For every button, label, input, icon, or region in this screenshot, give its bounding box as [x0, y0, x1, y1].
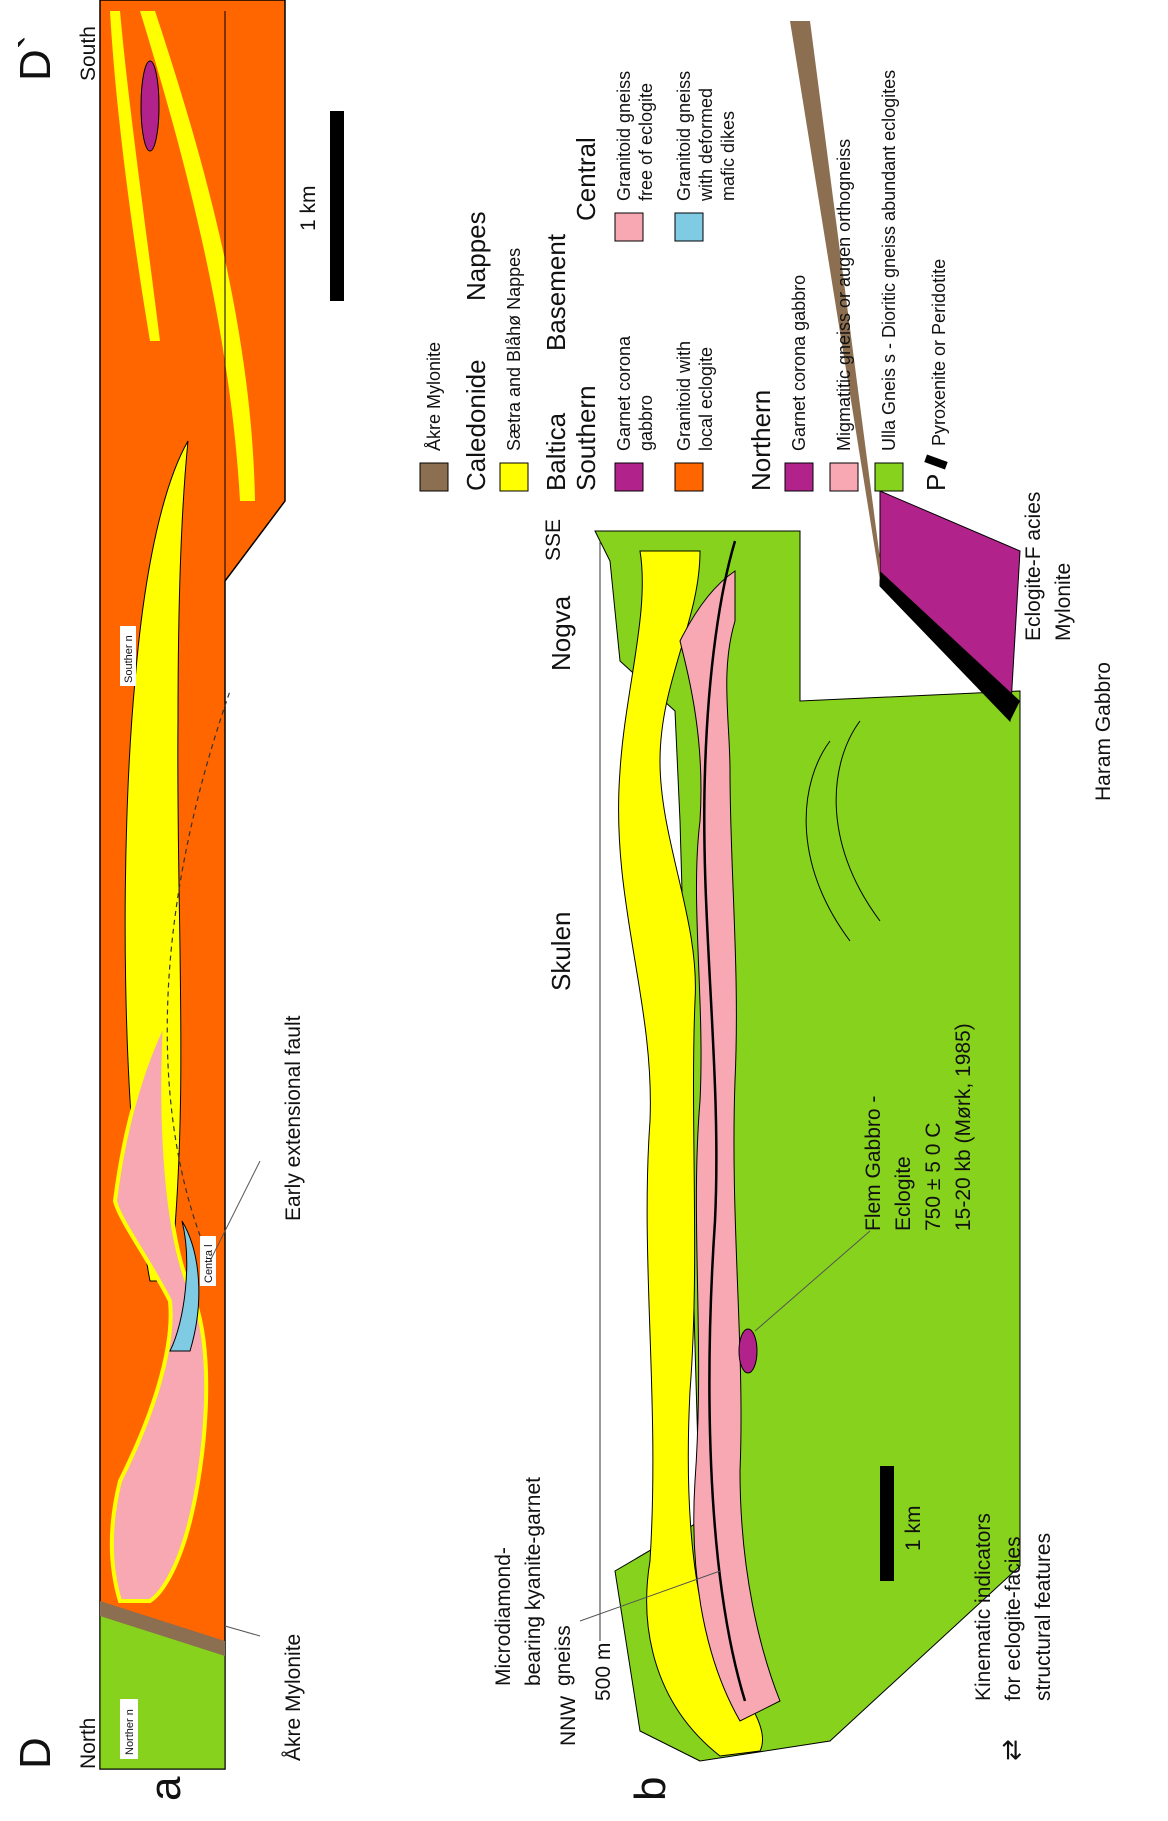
legend-northern: Northern	[746, 390, 776, 491]
section-end-d: D	[11, 1737, 60, 1769]
nnw-label: NNW	[557, 1696, 580, 1746]
panel-b-scale-label: 1 km	[902, 1505, 925, 1551]
haram-gabbro-label: Haram Gabbro	[1092, 662, 1115, 801]
legend-swatch-akre	[420, 463, 448, 491]
legend-basement: Basement	[541, 233, 571, 351]
legend-s-granitoid-1: Granitoid with	[674, 341, 694, 451]
legend-s-granitoid-2: local eclogite	[696, 347, 716, 451]
microdiamond-line-1: Microdiamond-	[492, 1547, 515, 1686]
legend-pyroxenite: Pyroxenite or Peridotite	[929, 259, 949, 446]
legend-n-ulla: Ulla Gneis s - Dioritic gneiss abundant …	[879, 70, 899, 451]
legend-swatch-c-dikes	[675, 213, 703, 241]
legend-caledonide: Caledonide	[461, 359, 491, 491]
legend-n-migmatitic: Migmatitic gneiss or augen orthogneiss	[834, 139, 854, 451]
legend-swatch-n-migmatitic	[830, 463, 858, 491]
kinematic-line-3: structural features	[1032, 1533, 1055, 1701]
panel-b-scale-bar	[880, 1466, 894, 1581]
legend-c-free-2: free of eclogite	[636, 83, 656, 201]
south-label: South	[77, 26, 100, 81]
flem-line-3: 750 ± 5 0 C	[922, 1123, 945, 1231]
legend-swatch-saetra	[500, 463, 528, 491]
legend-swatch-n-garnet	[785, 463, 813, 491]
flem-gabbro-lens	[739, 1329, 757, 1373]
akre-mylonite-label: Åkre Mylonite	[282, 1634, 305, 1761]
panel-letter-b: b	[626, 1777, 675, 1801]
eclogite-mylonite-line-1: Eclogite-F acies	[1022, 492, 1045, 641]
flem-line-2: Eclogite	[892, 1156, 915, 1231]
legend-p-symbol: P	[921, 474, 951, 491]
legend-c-dikes-2: with deformed	[696, 88, 716, 202]
sse-label: SSE	[542, 519, 565, 561]
microdiamond-line-2: bearing kyanite-garnet	[522, 1477, 545, 1686]
legend-c-dikes-3: mafic dikes	[718, 111, 738, 201]
panel-a: D North D` South a Norther n Centra l So…	[11, 0, 344, 1801]
kinematic-line-1: Kinematic indicators	[972, 1513, 995, 1701]
legend-nappes: Nappes	[461, 211, 491, 301]
legend-swatch-s-granitoid	[675, 463, 703, 491]
legend-saetra: Sætra and Blåhø Nappes	[504, 248, 524, 451]
southern-unit-label: Souther n	[123, 635, 135, 683]
garnet-corona-gabbro-lens	[141, 61, 159, 151]
central-unit-label: Centra l	[203, 1244, 215, 1283]
legend-baltica: Baltica	[541, 412, 571, 491]
legend-central: Central	[571, 137, 601, 221]
legend-n-garnet: Garnet corona gabbro	[789, 275, 809, 451]
legend-c-free-1: Granitoid gneiss	[614, 71, 634, 201]
flem-line-1: Flem Gabbro -	[862, 1096, 885, 1231]
elevation-500m-label: 500 m	[592, 1643, 615, 1701]
legend-southern: Southern	[571, 385, 601, 491]
flem-line-4: 15-20 kb (Mørk, 1985)	[952, 1023, 975, 1231]
nogva-label: Nogva	[546, 595, 576, 671]
section-end-d-prime: D`	[11, 35, 60, 81]
kinematic-arrows-icon: ⇄	[996, 1739, 1026, 1761]
north-label: North	[77, 1718, 100, 1769]
panel-letter-a: a	[141, 1776, 190, 1801]
microdiamond-line-3: gneiss	[552, 1625, 575, 1686]
akre-callout-line	[225, 1626, 260, 1636]
panel-a-scale-label: 1 km	[297, 185, 320, 231]
legend-s-garnet-1: Garnet corona	[614, 335, 634, 451]
legend-c-dikes-1: Granitoid gneiss	[674, 71, 694, 201]
kinematic-line-2: for eclogite-facies	[1002, 1536, 1025, 1701]
panel-a-scale-bar	[330, 111, 344, 301]
legend-swatch-c-free	[615, 213, 643, 241]
legend-s-garnet-2: gabbro	[636, 395, 656, 451]
legend-akre: Åkre Mylonite	[424, 342, 444, 451]
early-fault-label: Early extensional fault	[282, 1015, 305, 1221]
legend: Åkre Mylonite Caledonide Nappes Sætra an…	[420, 70, 951, 491]
pyroxenite-symbol-icon	[924, 454, 947, 469]
legend-swatch-n-ulla	[875, 463, 903, 491]
eclogite-mylonite-line-2: Mylonite	[1052, 563, 1075, 641]
legend-swatch-s-garnet	[615, 463, 643, 491]
northern-unit-label: Norther n	[124, 1709, 136, 1755]
skulen-label: Skulen	[546, 912, 576, 992]
